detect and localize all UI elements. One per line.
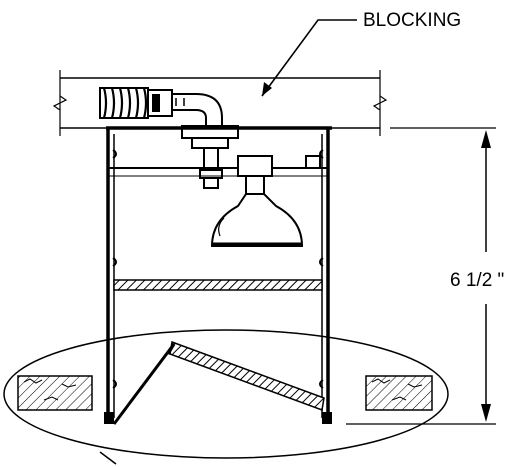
- housing-frame: [104, 126, 332, 424]
- ceiling-section-left: [17, 375, 93, 411]
- ceiling-detail-ellipse: [3, 329, 449, 459]
- ceiling-section-right: [365, 375, 433, 411]
- sloped-lens: [112, 340, 325, 425]
- baffle-plate: [113, 279, 323, 291]
- blocking-leader: [261, 19, 357, 97]
- junction-box-mount: [181, 125, 239, 189]
- dimension-arrow-bottom: [481, 404, 491, 422]
- lamp-assembly: [210, 155, 304, 247]
- break-line-left: [52, 95, 68, 111]
- flex-conduit: [99, 87, 223, 127]
- blocking-label: BLOCKING: [363, 10, 461, 31]
- break-line-right: [372, 95, 388, 111]
- height-dimension-label: 6 1/2 ": [450, 270, 504, 291]
- ellipse-callout-leader: [99, 451, 117, 465]
- blocking-leader-arrowhead: [262, 82, 272, 96]
- height-dimension: [346, 127, 496, 425]
- dimension-arrow-top: [481, 130, 491, 148]
